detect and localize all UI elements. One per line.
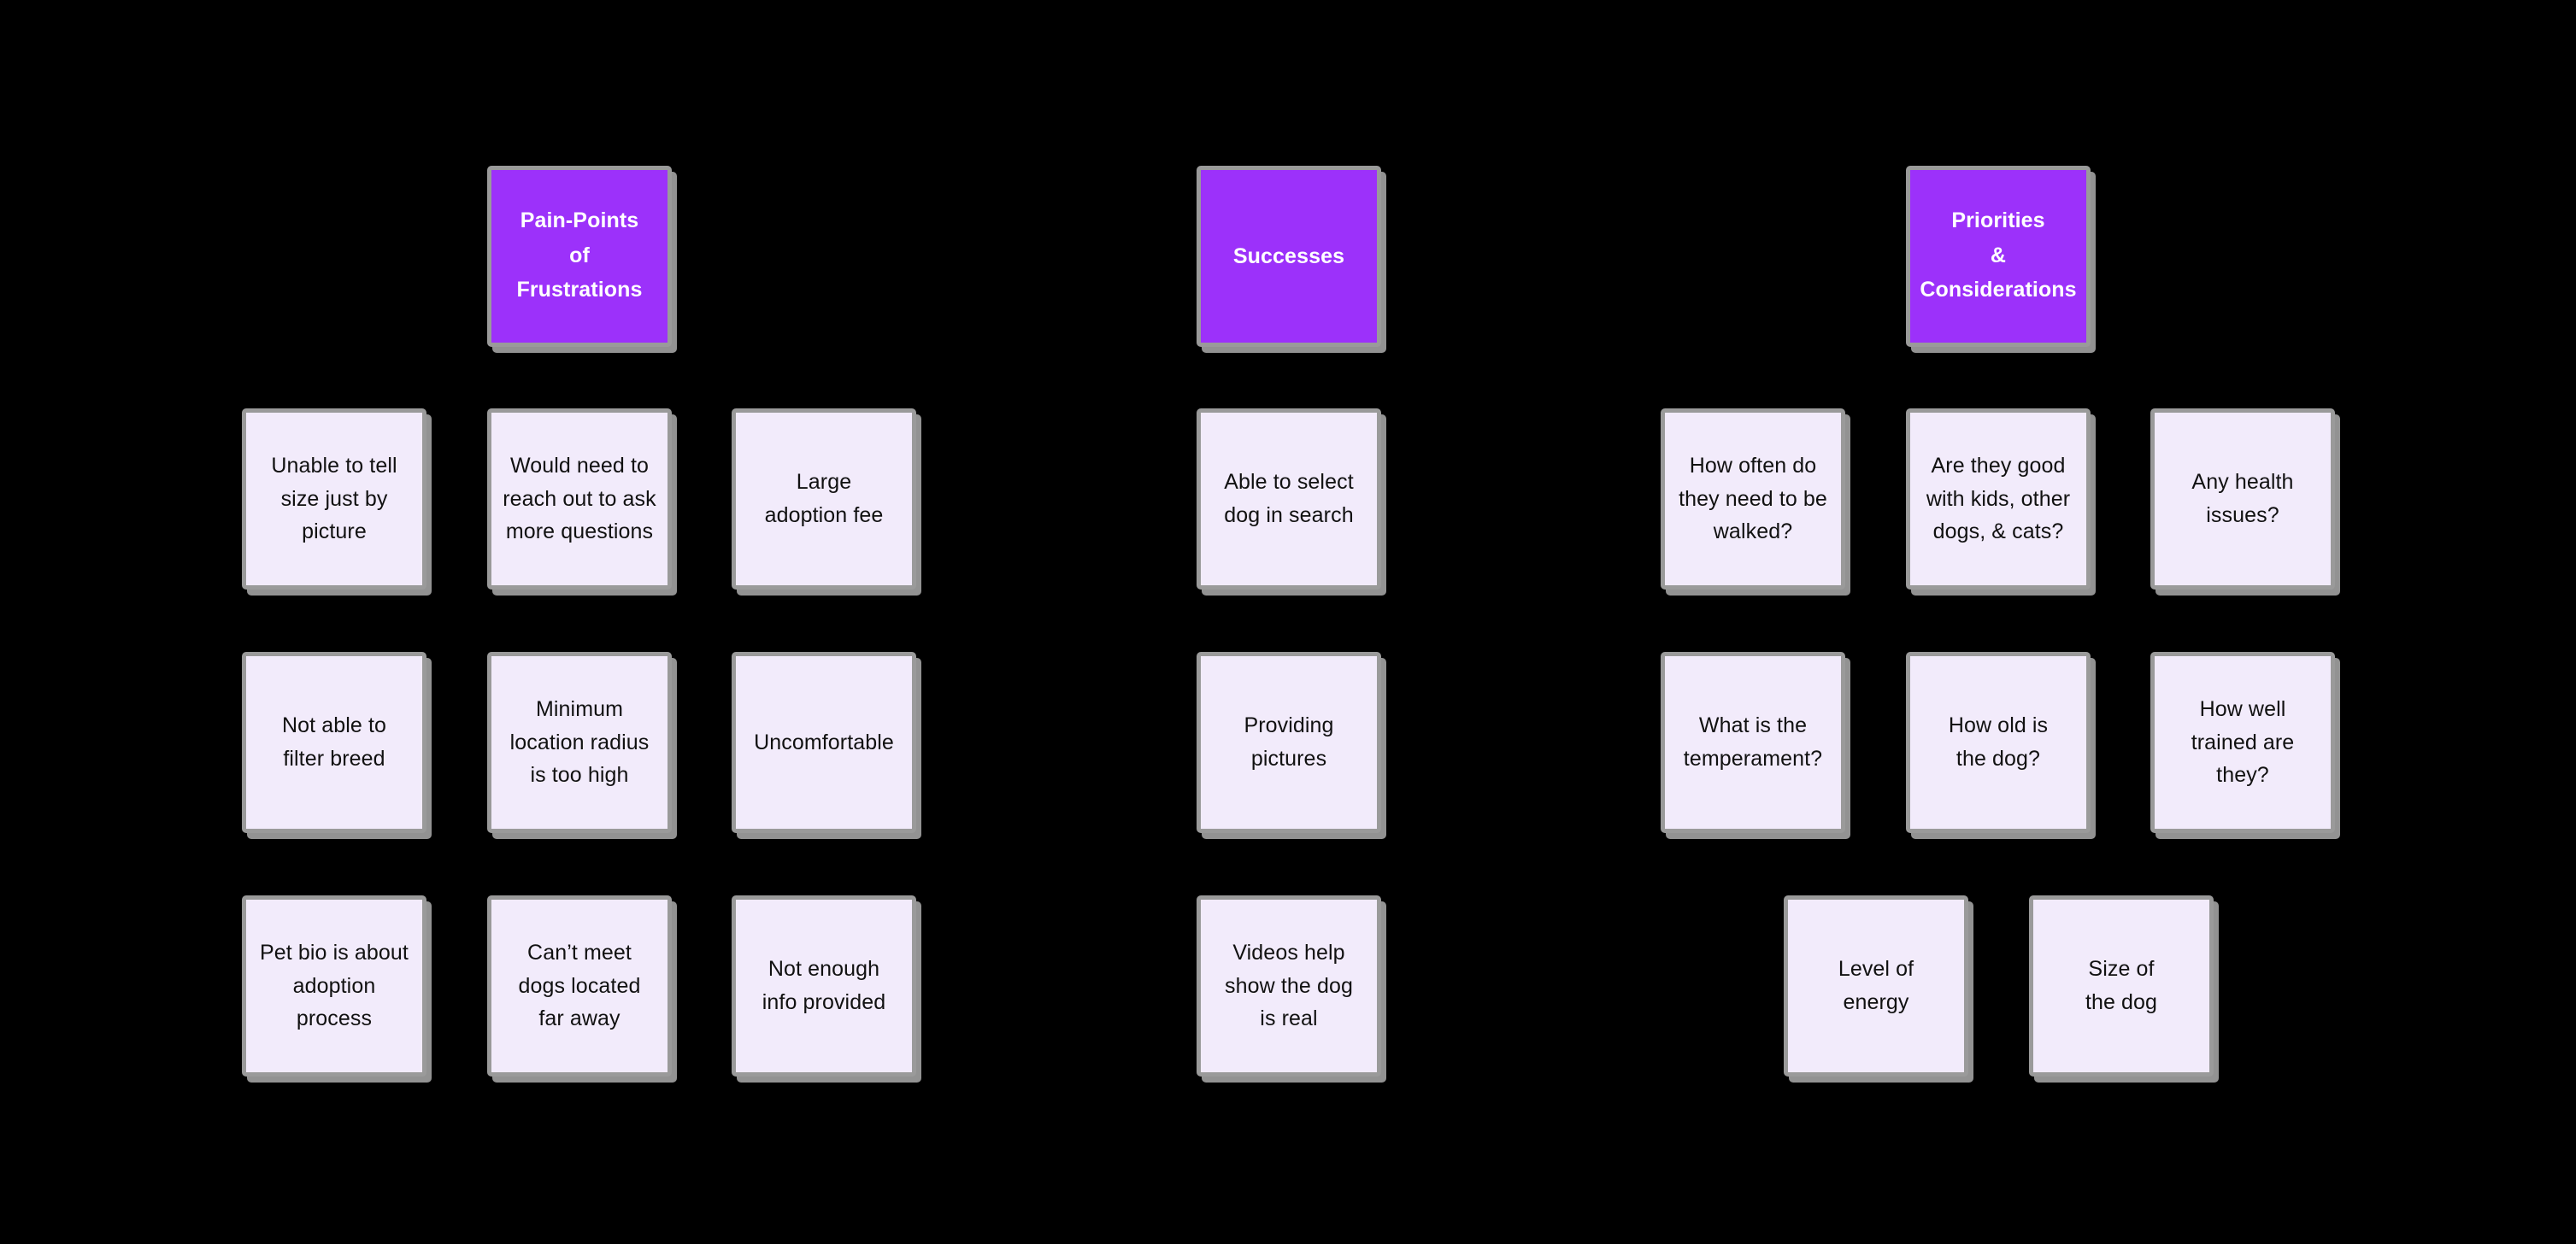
sticky-note-label: Are they good with kids, other dogs, & c…	[1926, 453, 2071, 544]
sticky-note[interactable]: Can’t meet dogs located far away	[487, 895, 672, 1077]
sticky-note[interactable]: Pet bio is about adoption process	[242, 895, 426, 1077]
category-header-label: Successes	[1232, 244, 1345, 268]
sticky-note[interactable]: Not enough info provided	[732, 895, 916, 1077]
sticky-note[interactable]: Able to select dog in search	[1197, 408, 1381, 590]
sticky-note-label: Would need to reach out to ask more ques…	[503, 453, 656, 544]
sticky-note[interactable]: How well trained are they?	[2150, 652, 2335, 833]
sticky-note-label: Videos help show the dog is real	[1225, 940, 1353, 1031]
sticky-note[interactable]: Not able to filter breed	[242, 652, 426, 833]
sticky-note-label: What is the temperament?	[1683, 713, 1823, 771]
sticky-note-label: How well trained are they?	[2191, 696, 2295, 788]
sticky-note-label: Providing pictures	[1244, 713, 1334, 771]
sticky-note-label: Able to select dog in search	[1224, 470, 1354, 527]
sticky-note[interactable]: Are they good with kids, other dogs, & c…	[1906, 408, 2091, 590]
sticky-note[interactable]: Videos help show the dog is real	[1197, 895, 1381, 1077]
sticky-note[interactable]: Unable to tell size just by picture	[242, 408, 426, 590]
sticky-note[interactable]: Would need to reach out to ask more ques…	[487, 408, 672, 590]
sticky-note-label: Large adoption fee	[764, 470, 884, 527]
category-header-successes[interactable]: Successes	[1197, 166, 1381, 347]
sticky-note-label: Can’t meet dogs located far away	[518, 940, 641, 1031]
sticky-note-label: Pet bio is about adoption process	[260, 940, 409, 1031]
sticky-note[interactable]: How often do they need to be walked?	[1661, 408, 1845, 590]
sticky-note[interactable]: Any health issues?	[2150, 408, 2335, 590]
sticky-note-label: How old is the dog?	[1948, 713, 2049, 771]
sticky-note[interactable]: Level of energy	[1784, 895, 1968, 1077]
category-header-label: Pain-Points of Frustrations	[516, 208, 643, 302]
sticky-note[interactable]: Size of the dog	[2029, 895, 2214, 1077]
sticky-note[interactable]: Uncomfortable	[732, 652, 916, 833]
sticky-note[interactable]: Minimum location radius is too high	[487, 652, 672, 833]
category-header-label: Priorities & Considerations	[1920, 208, 2077, 302]
sticky-note-label: Level of energy	[1838, 957, 1914, 1014]
sticky-note-label: Not enough info provided	[762, 957, 886, 1014]
sticky-note[interactable]: Providing pictures	[1197, 652, 1381, 833]
sticky-note-label: Size of the dog	[2085, 957, 2158, 1014]
sticky-note-label: How often do they need to be walked?	[1679, 453, 1827, 544]
sticky-note[interactable]: Large adoption fee	[732, 408, 916, 590]
sticky-note-label: Uncomfortable	[754, 730, 894, 754]
sticky-note-label: Not able to filter breed	[281, 713, 386, 771]
sticky-note-label: Unable to tell size just by picture	[271, 453, 397, 544]
sticky-note[interactable]: How old is the dog?	[1906, 652, 2091, 833]
sticky-note-label: Minimum location radius is too high	[509, 696, 650, 788]
sticky-note[interactable]: What is the temperament?	[1661, 652, 1845, 833]
category-header-priorities-considerations[interactable]: Priorities & Considerations	[1906, 166, 2091, 347]
sticky-note-label: Any health issues?	[2191, 470, 2294, 527]
category-header-pain-points[interactable]: Pain-Points of Frustrations	[487, 166, 672, 347]
